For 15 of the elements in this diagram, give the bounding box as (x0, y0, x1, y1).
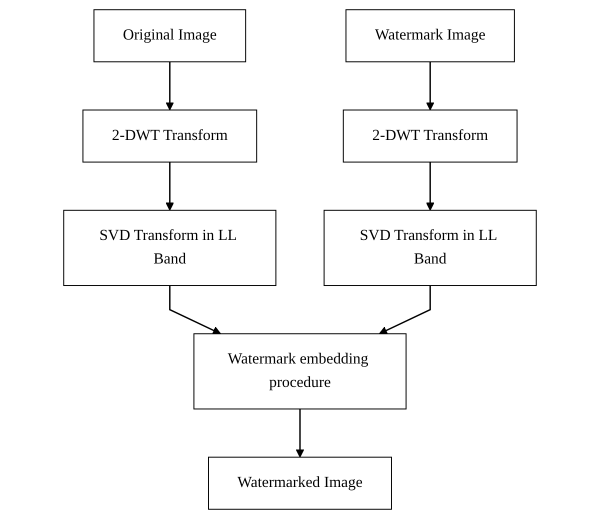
node-box: Watermarked Image (208, 456, 392, 510)
node-box: Watermark Image (344, 9, 514, 62)
arrow (165, 62, 174, 110)
node-box: 2-DWT Transform (82, 110, 257, 163)
node-box: SVD Transform in LL Band (323, 210, 536, 286)
arrow (378, 286, 430, 334)
node-box: Watermark embedding procedure (192, 333, 406, 410)
arrow (425, 62, 434, 110)
arrow (295, 408, 304, 458)
arrow (165, 162, 174, 211)
node-box: SVD Transform in LL Band (62, 210, 276, 286)
node-box: 2-DWT Transform (342, 110, 518, 163)
arrow (168, 286, 221, 334)
arrow (425, 162, 434, 211)
node-box: Original Image (92, 9, 246, 62)
